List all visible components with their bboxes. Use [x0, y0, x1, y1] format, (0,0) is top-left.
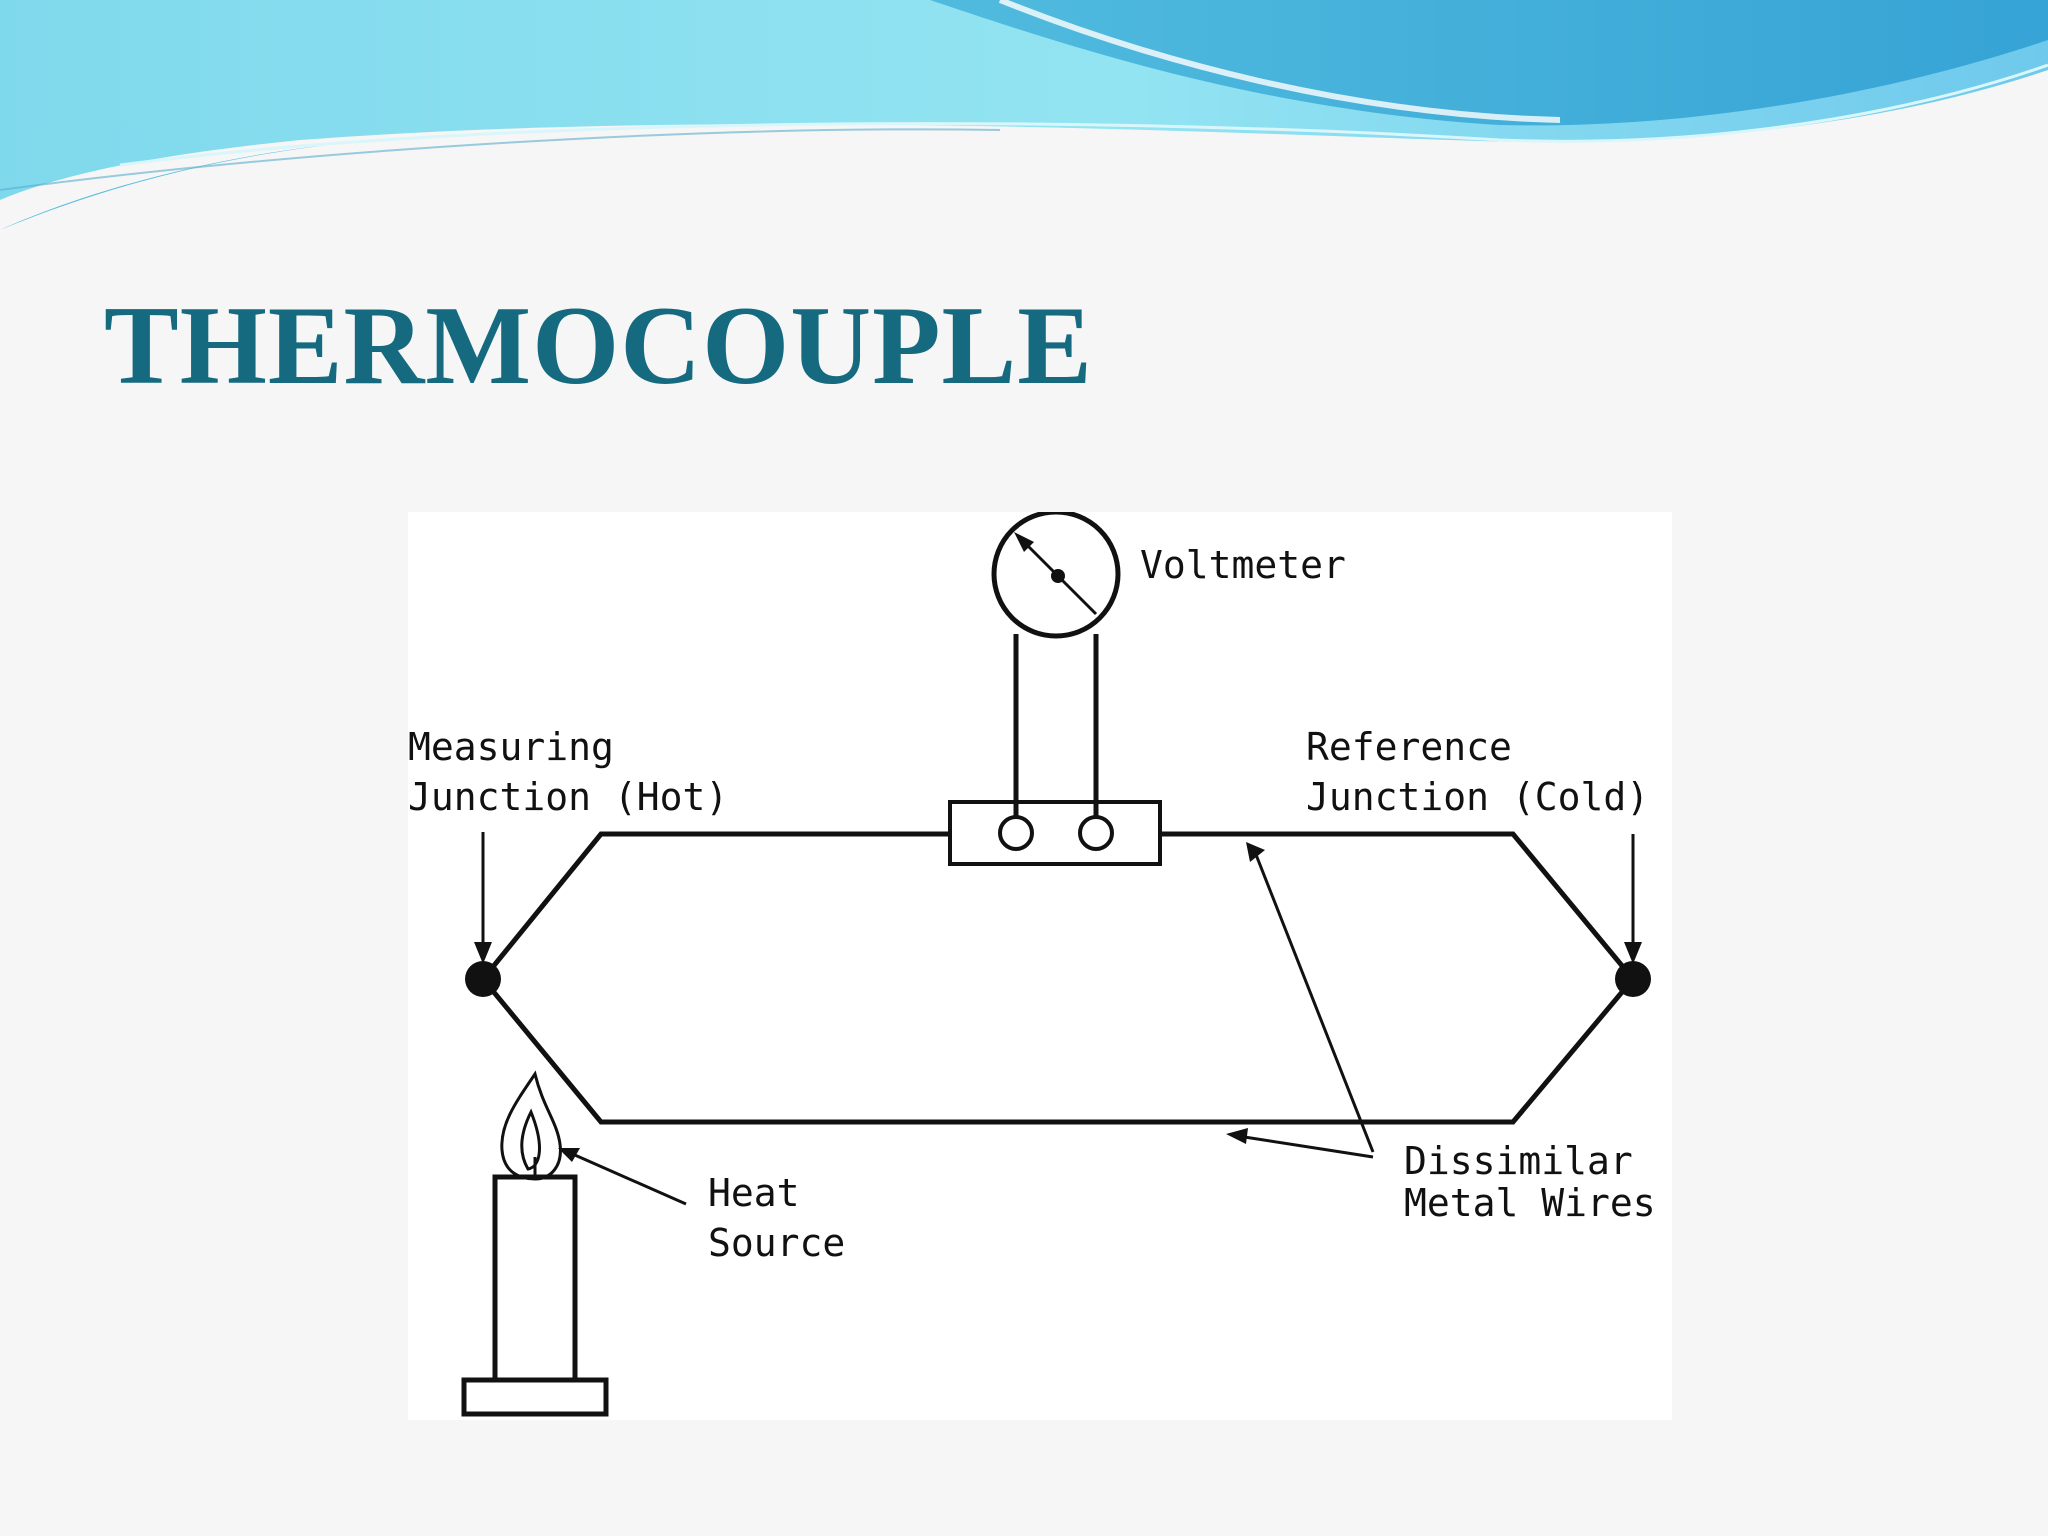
- wire-arrowhead-upper: [1246, 842, 1265, 862]
- slide-title: THERMOCOUPLE: [104, 284, 1093, 408]
- heat-arrow-line: [567, 1150, 687, 1206]
- header-wave-decoration: [0, 0, 2048, 230]
- diagram-background: [408, 512, 1672, 1420]
- voltmeter-needle-tip: [1014, 532, 1034, 552]
- wire-arrow-lower-line: [1237, 1134, 1374, 1159]
- wire-arrow-upper-line: [1251, 846, 1375, 1153]
- candle-base: [461, 1377, 609, 1417]
- heat-arrowhead: [558, 1148, 580, 1162]
- thermocouple-diagram: Voltmeter Measuring Junction (Hot) Refer…: [408, 512, 1672, 1420]
- lower-wire: [481, 977, 1635, 1125]
- reference-arrowhead: [1624, 942, 1642, 964]
- measuring-junction-label-line2: Junction (Hot): [408, 775, 728, 819]
- wire-arrowhead-lower: [1226, 1128, 1248, 1144]
- upper-wire: [481, 831, 1635, 981]
- flame-inner: [520, 1108, 541, 1171]
- flame-icon: [500, 1070, 562, 1181]
- measuring-junction-dot: [465, 961, 501, 997]
- reference-junction-label-line2: Junction (Cold): [1306, 775, 1649, 819]
- heat-source-label-line2: Source: [708, 1221, 845, 1265]
- measuring-arrowhead: [474, 942, 492, 964]
- reference-junction-label-line1: Reference: [1306, 725, 1512, 769]
- candle-body: [492, 1174, 578, 1383]
- dissimilar-wires-label-line2: Metal Wires: [1404, 1181, 1656, 1225]
- terminal-block: [948, 800, 1162, 866]
- heat-source-label-line1: Heat: [708, 1171, 800, 1215]
- measuring-junction-label-line1: Measuring: [408, 725, 614, 769]
- voltmeter-label: Voltmeter: [1140, 543, 1346, 587]
- voltmeter-pivot: [1051, 569, 1065, 583]
- dissimilar-wires-label-line1: Dissimilar: [1404, 1139, 1633, 1183]
- reference-junction-dot: [1615, 961, 1651, 997]
